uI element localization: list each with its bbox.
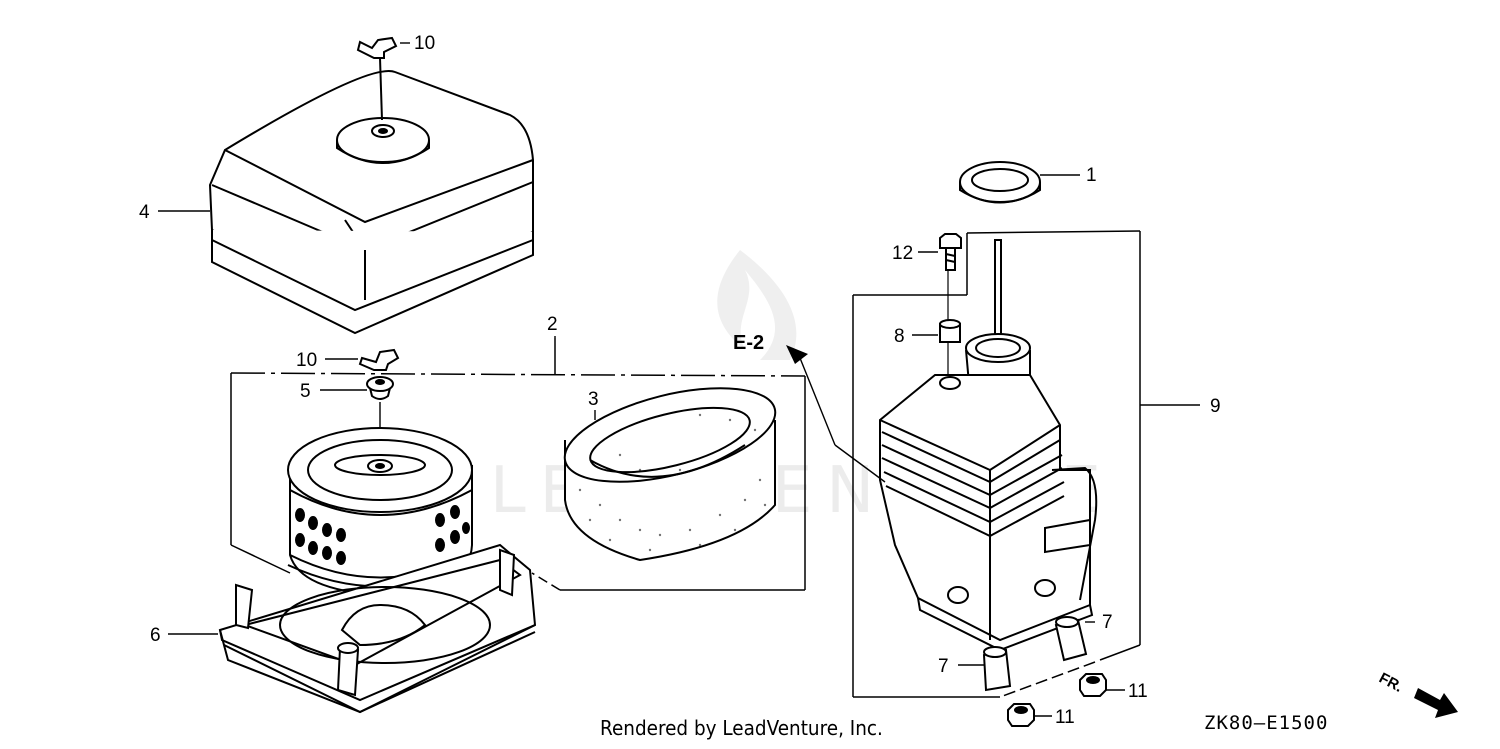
bracket-part-2 [230,338,806,591]
front-label: FR. [1376,670,1405,696]
reference-e2: E-2 [733,332,886,483]
callout-6: 6 [150,625,161,646]
callout-lines [158,42,1200,717]
flange-bolt [939,233,962,271]
callout-4: 4 [139,202,150,223]
wing-nut-middle [358,348,400,371]
front-direction-indicator: FR. [1376,670,1458,718]
callout-1: 1 [1086,165,1097,186]
collar [939,319,961,343]
wing-nut-top [356,36,398,121]
callout-5: 5 [300,381,311,402]
callout-3: 3 [588,389,599,410]
callout-7-upper: 7 [1102,612,1113,633]
reference-label: E-2 [733,332,764,354]
callout-11-right: 11 [1128,681,1148,702]
grommet [366,376,394,400]
air-cleaner-element [287,427,475,597]
callout-12: 12 [892,243,913,264]
callout-7-lower: 7 [938,656,949,677]
callout-8: 8 [894,326,905,347]
front-arrow-icon [1414,688,1458,718]
packing-ring [959,161,1041,204]
air-cleaner-cover [208,70,534,335]
callout-11-left: 11 [1055,707,1075,728]
air-cleaner-elbow [879,239,1098,652]
flange-nut-right [1079,673,1107,697]
foam-pre-filter [563,387,777,562]
flange-nut-left [1007,703,1035,727]
callout-9: 9 [1210,396,1221,417]
render-credit: Rendered by LeadVenture, Inc. [600,716,883,740]
pipe-lower [982,646,1012,692]
watermark-flame-icon [717,250,797,360]
pipe-upper [1054,616,1088,662]
callout-10-top: 10 [414,33,435,54]
air-cleaner-case [218,543,537,714]
bracket-part-9 [852,230,1141,698]
diagram-code: ZK80—E1500 [1204,712,1329,734]
callout-10-middle: 10 [296,350,317,371]
callout-2: 2 [547,314,558,335]
